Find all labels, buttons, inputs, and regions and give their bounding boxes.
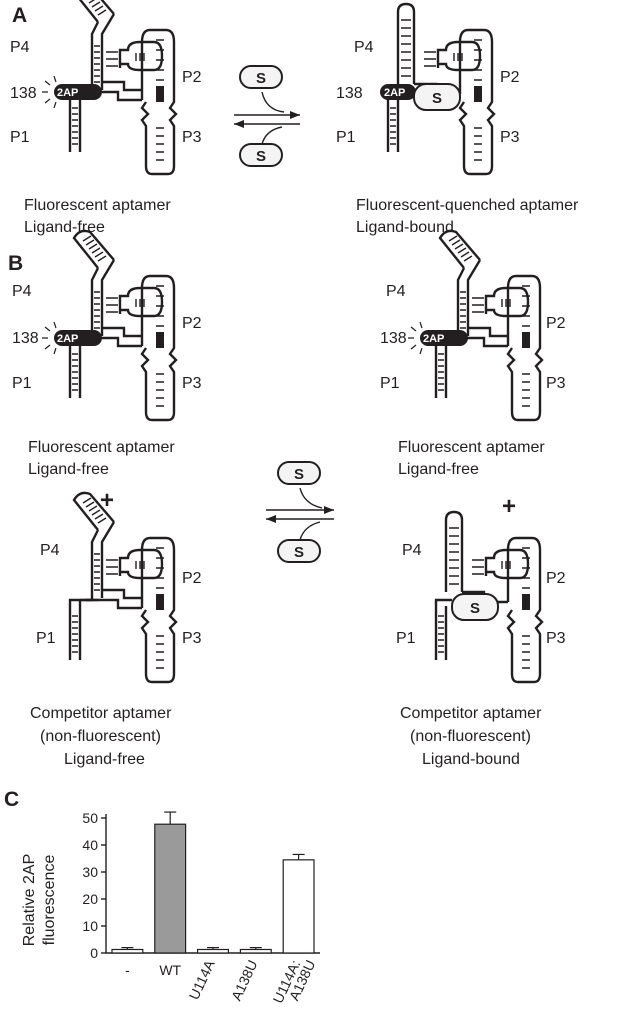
- plus-sign: +: [502, 493, 516, 520]
- y-tick-label: 0: [90, 945, 98, 961]
- probe-label: 2AP: [57, 87, 78, 99]
- plus-sign: +: [100, 487, 114, 514]
- p3-label: P3: [546, 375, 566, 392]
- panel-a-letter: A: [12, 4, 27, 27]
- panel-b-aptamer-top-left: 2AP: [41, 229, 178, 422]
- panel-a-aptamer-free: 2AP: [41, 0, 178, 176]
- chart-bars: [111, 811, 315, 954]
- panel-b-aptamer-top-right: 2AP: [407, 229, 544, 422]
- caption-b-topright-2: Ligand-free: [398, 461, 479, 478]
- position-label: 138: [10, 85, 37, 102]
- position-label: 138: [12, 330, 39, 347]
- p1-label: P1: [380, 375, 400, 392]
- p4-label: P4: [386, 283, 406, 300]
- x-tick-label: WT: [159, 962, 181, 978]
- caption-b-bottomright-3: Ligand-bound: [422, 751, 520, 768]
- p3-label: P3: [182, 375, 202, 392]
- bar: [111, 948, 144, 954]
- x-tick-label: A138U: [228, 958, 261, 1004]
- bar: [239, 948, 272, 954]
- x-tick-label: U114A: [186, 957, 218, 1002]
- p2-label: P2: [182, 315, 202, 332]
- p1-label: P1: [12, 375, 32, 392]
- p4-label: P4: [40, 542, 60, 559]
- p3-label: P3: [182, 129, 202, 146]
- p1-label: P1: [336, 129, 356, 146]
- caption-a-left-1: Fluorescent aptamer: [24, 197, 171, 214]
- p1-label: P1: [396, 630, 416, 647]
- caption-b-bottomleft-2: (non-fluorescent): [40, 728, 161, 745]
- y-tick-label: 30: [82, 864, 98, 880]
- panel-a-aptamer-bound: 2AP S: [380, 2, 496, 176]
- ligand-label: S: [294, 544, 304, 561]
- y-tick-label: 50: [82, 810, 98, 826]
- caption-a-left-2: Ligand-free: [24, 219, 105, 236]
- p2-label: P2: [182, 570, 202, 587]
- p3-label: P3: [500, 129, 520, 146]
- y-axis-label-line1: Relative 2AP: [21, 854, 38, 947]
- panel-b-competitor-free: [68, 491, 178, 684]
- y-tick-label: 40: [82, 837, 98, 853]
- bar: [196, 948, 230, 954]
- bar-chart: Relative 2AP fluorescence 0 10 20 30 40 50 - W…: [21, 810, 320, 1006]
- bar: [282, 859, 315, 954]
- panel-c-letter: C: [4, 788, 19, 811]
- probe-label: 2AP: [57, 333, 78, 345]
- probe-label: 2AP: [384, 87, 405, 99]
- p4-label: P4: [10, 39, 30, 56]
- x-tick-label: -: [125, 962, 130, 978]
- caption-a-right-1: Fluorescent-quenched aptamer: [356, 197, 579, 214]
- caption-b-bottomright-1: Competitor aptamer: [400, 705, 542, 722]
- ligand-label: S: [432, 90, 442, 107]
- ligand-label: S: [470, 600, 480, 617]
- panel-a-equilibrium: S S: [234, 65, 300, 167]
- p1-label: P1: [10, 129, 30, 146]
- p2-label: P2: [546, 315, 566, 332]
- ligand-label: S: [256, 148, 266, 165]
- y-tick-label: 20: [82, 891, 98, 907]
- p2-label: P2: [500, 69, 520, 86]
- ligand-label: S: [256, 70, 266, 87]
- p4-label: P4: [12, 283, 32, 300]
- panel-b-letter: B: [8, 252, 23, 275]
- ligand-label: S: [294, 466, 304, 483]
- caption-b-topleft-1: Fluorescent aptamer: [28, 439, 175, 456]
- 2ap-probe-badge: [54, 84, 102, 100]
- caption-b-topright-1: Fluorescent aptamer: [398, 439, 545, 456]
- bar: [154, 823, 187, 954]
- caption-b-topleft-2: Ligand-free: [28, 461, 109, 478]
- y-tick-label: 10: [82, 918, 98, 934]
- caption-b-bottomleft-1: Competitor aptamer: [30, 705, 172, 722]
- probe-label: 2AP: [423, 333, 444, 345]
- panel-b-competitor-bound: S: [434, 510, 544, 684]
- p3-label: P3: [546, 630, 566, 647]
- caption-a-right-2: Ligand-bound: [356, 219, 454, 236]
- p1-label: P1: [36, 630, 56, 647]
- p3-label: P3: [182, 630, 202, 647]
- p2-label: P2: [546, 570, 566, 587]
- y-axis-label-line2: fluorescence: [41, 855, 58, 946]
- panel-b-equilibrium: S S: [266, 461, 334, 563]
- caption-b-bottomleft-3: Ligand-free: [64, 751, 145, 768]
- p4-label: P4: [402, 542, 422, 559]
- p2-label: P2: [182, 69, 202, 86]
- position-label: 138: [336, 85, 363, 102]
- position-label: 138: [380, 330, 407, 347]
- caption-b-bottomright-2: (non-fluorescent): [410, 728, 531, 745]
- p4-label: P4: [354, 39, 374, 56]
